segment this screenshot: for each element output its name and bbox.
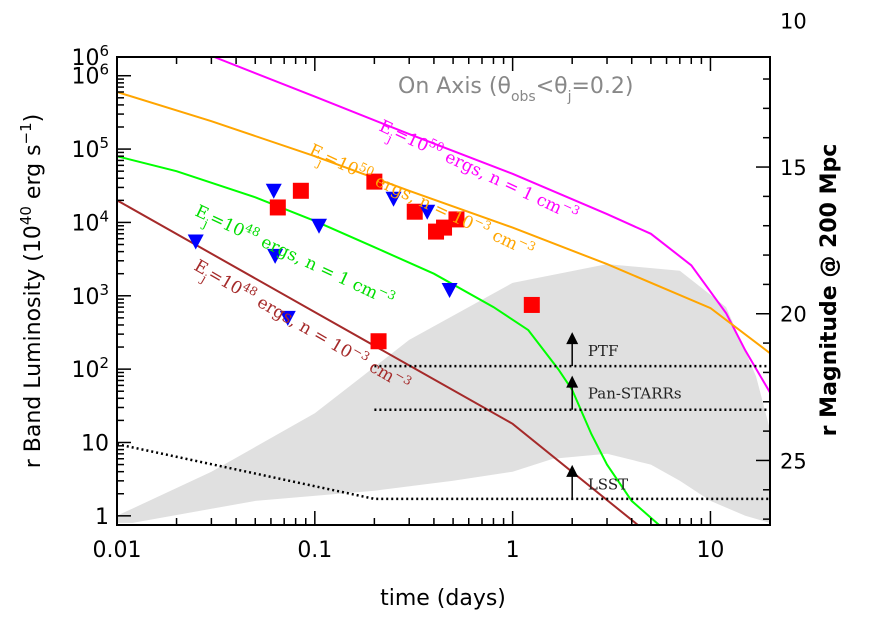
limit-label-0: PTF	[588, 342, 619, 360]
y-tick-label: 103	[71, 281, 109, 310]
curve-label-orange: Ej=1050 ergs, n = 10−3 cm−3	[304, 138, 538, 267]
upper-limit-point	[279, 310, 296, 326]
curve-label-brown: Ej=1048 ergs, n = 10−3 cm−3	[188, 253, 415, 400]
x-axis-label: time (days)	[380, 586, 506, 611]
upper-limit-point	[419, 204, 436, 220]
y-tick-label: 106	[71, 61, 109, 90]
detection-point	[523, 296, 540, 313]
plot-frame	[116, 56, 771, 526]
y-tick-label: 10	[81, 431, 109, 456]
chart-annotation: On Axis (θobs<θj=0.2)	[398, 74, 634, 105]
upper-limit-point	[385, 191, 402, 207]
y-tick-label: 105	[71, 134, 109, 163]
series-line-2	[117, 155, 660, 525]
y-tick-label: 102	[71, 354, 109, 383]
y-right-tick-label: 25	[780, 449, 807, 473]
y-tick-label: 1	[95, 505, 109, 530]
detection-point	[269, 199, 286, 216]
curve-layer	[117, 57, 770, 525]
limit-label-1: Pan-STARRs	[588, 384, 682, 402]
y-tick-label: 106	[71, 42, 109, 71]
y-axis-right-label: r Magnitude @ 200 Mpc	[817, 144, 842, 437]
x-tick-label: 1	[506, 538, 520, 563]
band-region	[117, 264, 770, 523]
upper-limit-point	[311, 218, 328, 234]
upper-limit-point	[441, 282, 458, 298]
y-tick-label: 104	[71, 207, 109, 236]
detection-point	[448, 211, 465, 228]
detection-point	[366, 173, 383, 190]
detection-point	[292, 182, 309, 199]
x-tick-label: 0.01	[93, 538, 142, 563]
series-line-1	[117, 91, 770, 354]
detection-point	[436, 219, 453, 236]
y-right-tick-label: 10	[780, 9, 807, 33]
curve-label-green: Ej=1048 ergs, n = 1 cm−3	[190, 199, 398, 316]
x-tick-label: 10	[696, 538, 724, 563]
limit-arrow-head-1	[566, 375, 579, 388]
limit-arrow-head-0	[566, 332, 579, 345]
detection-point	[370, 333, 387, 350]
upper-limit-point	[265, 183, 282, 199]
y-axis-label: r Band Luminosity (1040 erg s−1)	[17, 114, 46, 469]
x-tick-label: 0.1	[297, 538, 332, 563]
band-layer	[117, 264, 770, 523]
series-line-0	[213, 57, 770, 394]
y-right-tick-label: 20	[780, 303, 807, 327]
limit-label-2: LSST	[588, 475, 628, 493]
limit-arrow-head-2	[566, 464, 579, 477]
detection-point	[406, 203, 423, 220]
y-right-tick-label: 15	[780, 156, 807, 180]
upper-limit-point	[187, 234, 204, 250]
limit-line-2	[117, 442, 770, 501]
limit-layer	[117, 364, 770, 501]
upper-limit-point	[267, 248, 284, 264]
